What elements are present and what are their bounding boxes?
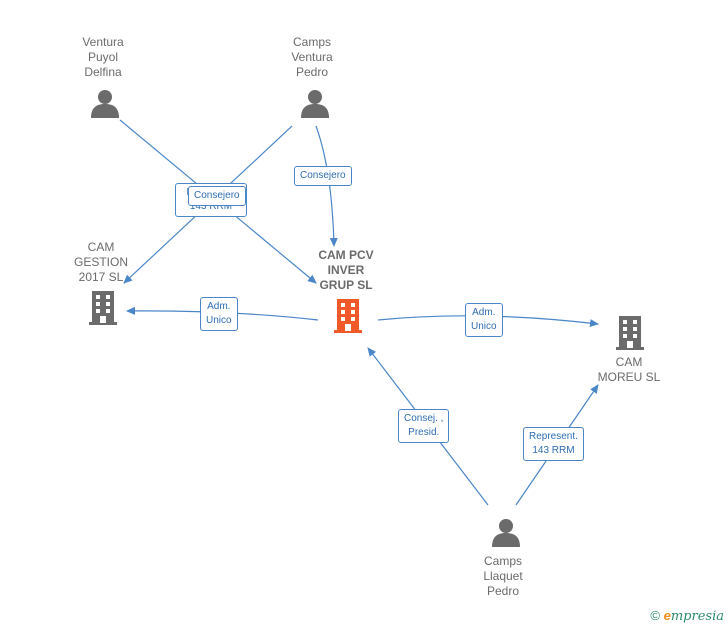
edge-label-consej-presid[interactable]: Consej. , Presid. [398,409,450,443]
edge-label-represent[interactable]: Represent. 143 RRM [523,427,584,461]
brand-e: e [663,608,671,623]
edge-label-adm-unico[interactable]: Adm. Unico [465,303,503,337]
edge-campsventura-campcv [315,125,338,247]
node-label-camps-llaquet-pedro[interactable]: Camps Llaquet Pedro [483,554,523,598]
empresia-logo[interactable]: © empresia [650,608,724,624]
person-icon[interactable] [492,519,520,547]
edge-label-adm-unico[interactable]: Adm. Unico [200,297,238,331]
building-icon-focus[interactable] [334,299,362,333]
building-icon[interactable] [616,316,644,350]
edge-label-consejero[interactable]: Consejero [188,186,246,206]
edge-label-consejero[interactable]: Consejero [294,166,352,186]
person-icon[interactable] [91,90,119,118]
node-label-cam-moreu[interactable]: CAM MOREU SL [597,355,661,384]
building-icon[interactable] [89,291,117,325]
node-label-cam-gestion[interactable]: CAM GESTION 2017 SL [73,240,128,284]
brand-name: mpresia [670,609,724,624]
copyright-symbol: © [650,608,660,623]
node-label-cam-pcv-inver-grup[interactable]: CAM PCV INVER GRUP SL [318,248,374,292]
person-icon[interactable] [301,90,329,118]
node-label-camps-ventura-pedro[interactable]: Camps Ventura Pedro [291,35,333,79]
node-label-ventura-puyol-delfina[interactable]: Ventura Puyol Delfina [82,35,124,79]
